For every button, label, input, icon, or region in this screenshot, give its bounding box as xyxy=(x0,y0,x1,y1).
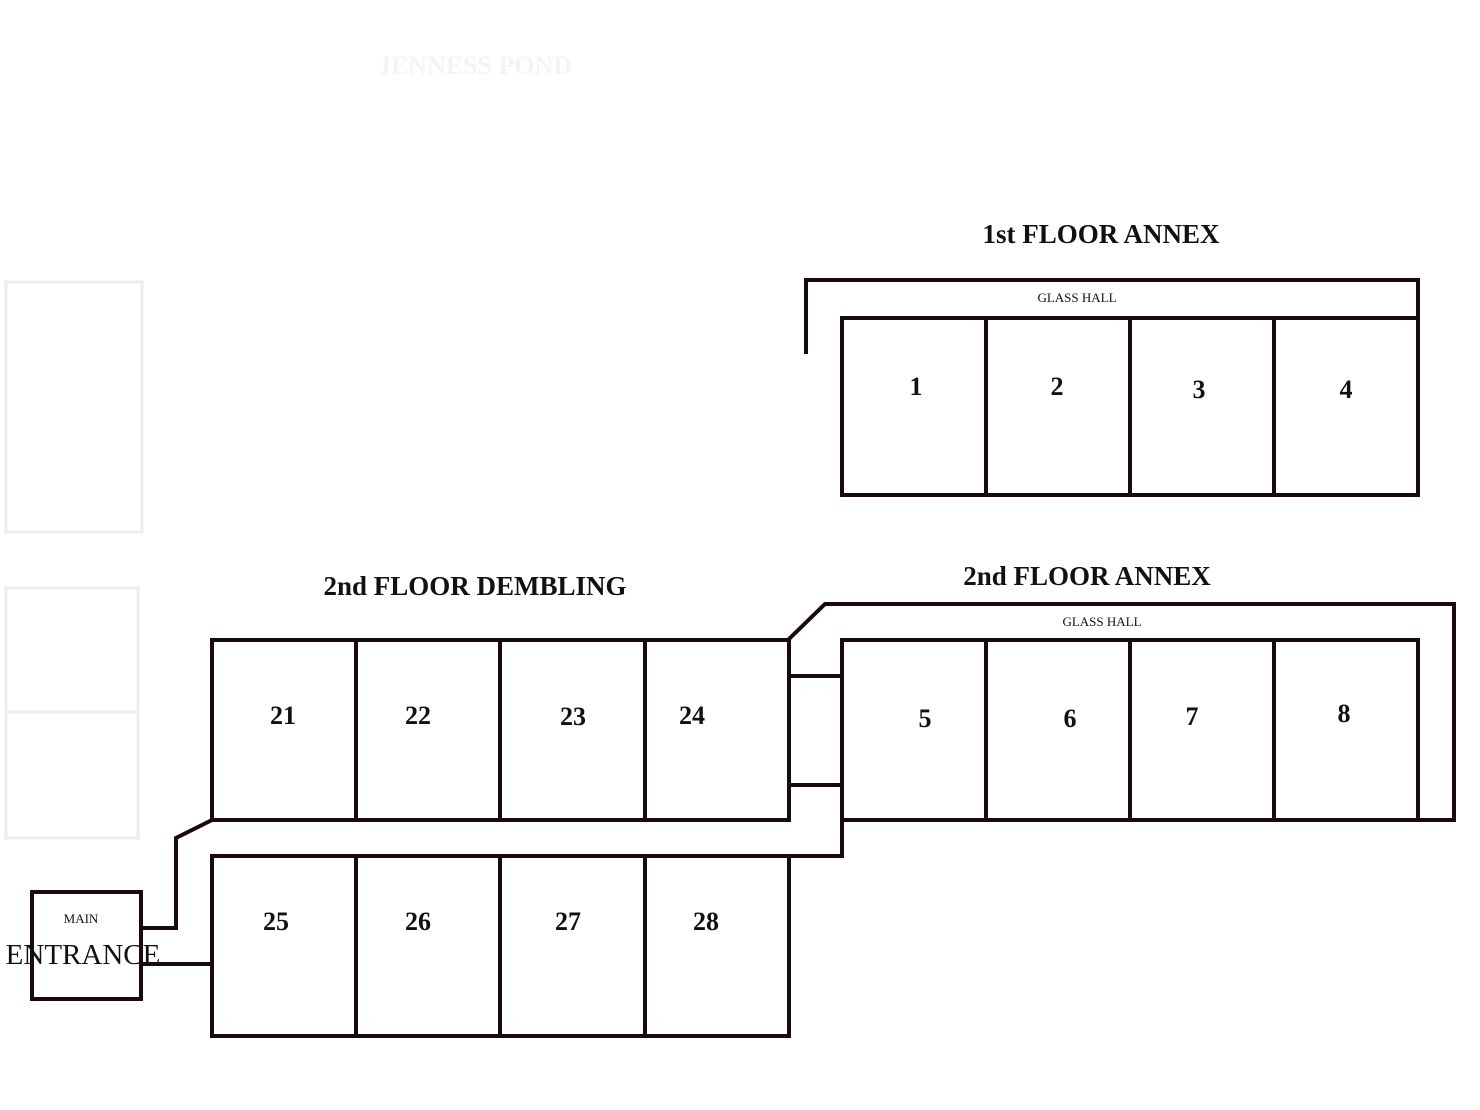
main-entrance-outline xyxy=(30,890,143,1001)
room-8[interactable]: 8 xyxy=(1338,699,1351,728)
connector-corridor xyxy=(210,674,844,858)
glass-hall-upper-wall xyxy=(804,278,1420,354)
room-25[interactable]: 25 xyxy=(263,907,289,936)
room-7[interactable]: 7 xyxy=(1186,702,1199,731)
glass-hall-lower-wall xyxy=(787,602,1456,822)
room-3-label: 3 xyxy=(1193,375,1206,404)
room-6-label: 6 xyxy=(1064,704,1077,733)
room-7-label: 7 xyxy=(1186,702,1199,731)
main-entrance[interactable]: MAIN ENTRANCE xyxy=(6,817,215,1001)
room-4-label: 4 xyxy=(1340,375,1353,404)
glass-hall-upper-label: GLASS HALL xyxy=(1037,290,1116,305)
main-entrance-line2: ENTRANCE xyxy=(6,939,161,971)
faded-background-elements: JENNESS POND xyxy=(4,51,572,840)
room-26[interactable]: 26 xyxy=(405,907,431,936)
room-5[interactable]: 5 xyxy=(919,704,932,733)
main-entrance-line1: MAIN xyxy=(64,911,99,926)
room-24-label: 24 xyxy=(679,701,705,730)
glass-hall-lower-label: GLASS HALL xyxy=(1062,614,1141,629)
room-21-label: 21 xyxy=(270,701,296,730)
room-26-label: 26 xyxy=(405,907,431,936)
room-1[interactable]: 1 xyxy=(910,372,923,401)
room-28[interactable]: 28 xyxy=(693,907,719,936)
faded-title: JENNESS POND xyxy=(378,51,572,80)
room-27-label: 27 xyxy=(555,907,581,936)
room-4[interactable]: 4 xyxy=(1340,375,1353,404)
room-24[interactable]: 24 xyxy=(679,701,705,730)
room-22[interactable]: 22 xyxy=(405,701,431,730)
second-floor-dembling: 2nd FLOOR DEMBLING 21 22 23 24 25 26 27 … xyxy=(210,571,791,1038)
room-23-label: 23 xyxy=(560,702,586,731)
first-floor-annex-label: 1st FLOOR ANNEX xyxy=(982,219,1220,249)
room-23[interactable]: 23 xyxy=(560,702,586,731)
room-22-label: 22 xyxy=(405,701,431,730)
room-28-label: 28 xyxy=(693,907,719,936)
second-floor-dembling-label: 2nd FLOOR DEMBLING xyxy=(323,571,626,601)
first-floor-annex: 1st FLOOR ANNEX GLASS HALL 1 2 3 4 xyxy=(804,219,1420,497)
entrance-corridor-upper xyxy=(139,817,215,930)
second-floor-annex: 2nd FLOOR ANNEX GLASS HALL 5 6 7 8 xyxy=(787,561,1456,822)
second-floor-annex-label: 2nd FLOOR ANNEX xyxy=(963,561,1211,591)
room-3[interactable]: 3 xyxy=(1193,375,1206,404)
room-2-label: 2 xyxy=(1051,372,1064,401)
room-5-label: 5 xyxy=(919,704,932,733)
room-1-label: 1 xyxy=(910,372,923,401)
room-8-label: 8 xyxy=(1338,699,1351,728)
room-2[interactable]: 2 xyxy=(1051,372,1064,401)
room-27[interactable]: 27 xyxy=(555,907,581,936)
room-6[interactable]: 6 xyxy=(1064,704,1077,733)
room-25-label: 25 xyxy=(263,907,289,936)
room-21[interactable]: 21 xyxy=(270,701,296,730)
